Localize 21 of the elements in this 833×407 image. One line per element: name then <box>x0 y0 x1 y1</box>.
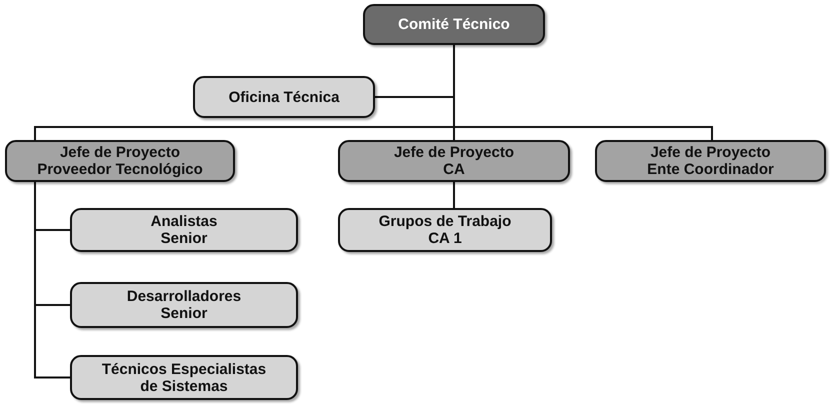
org-box <box>70 208 298 252</box>
org-box <box>338 140 570 182</box>
org-box <box>5 140 235 182</box>
role-label: Jefe de Proyecto Proveedor Tecnológico <box>36 144 204 178</box>
role-label: Analistas Senior <box>150 213 218 247</box>
org-box <box>363 4 545 45</box>
connector-line <box>453 182 455 208</box>
connector-line <box>34 182 70 378</box>
role-label: Grupos de Trabajo CA 1 <box>378 213 512 247</box>
role-label: Desarrolladores Senior <box>126 288 242 322</box>
org-box <box>70 282 298 328</box>
connector-line <box>453 45 713 140</box>
org-box <box>338 208 552 252</box>
role-label: Comité Técnico <box>397 16 511 33</box>
role-label: Técnicos Especialistas de Sistemas <box>100 360 268 394</box>
org-box <box>193 76 375 118</box>
role-label: Jefe de Proyecto Ente Coordinador <box>646 144 775 178</box>
org-box <box>595 140 826 182</box>
role-label: Oficina Técnica <box>228 88 340 106</box>
role-label: Jefe de Proyecto CA <box>392 144 516 178</box>
org-box <box>70 355 298 400</box>
